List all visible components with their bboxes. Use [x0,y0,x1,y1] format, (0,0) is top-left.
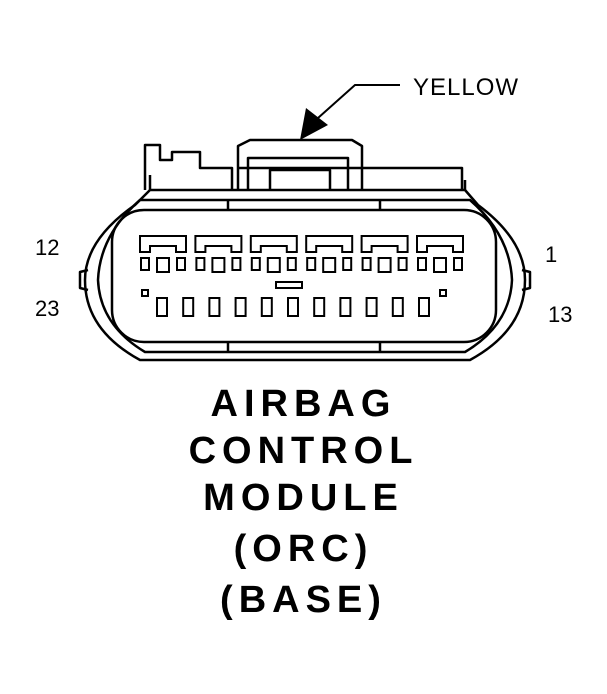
top-pin-cavity [417,257,427,271]
bottom-pin-cavity [365,297,378,317]
pin-label-12: 12 [35,235,59,260]
top-pin-cavity [397,257,408,271]
pin-label-23: 23 [35,296,59,321]
connector-face [110,208,498,344]
connector-inner-shell [96,198,514,354]
side-tab-right [521,268,532,292]
title-line-1: AIRBAG [210,383,397,425]
center-lock-inner [246,156,350,190]
pin-label-13: 13 [548,302,572,327]
top-pin-cavity [453,257,463,271]
top-pin-cavity [250,257,261,271]
pin-latch [156,257,170,273]
title-line-5: (BASE) [220,579,387,621]
bottom-row-pins [156,297,430,317]
left-latch [143,143,234,190]
key-slot [275,281,303,289]
pin-pair [305,235,354,253]
pin-pair [416,235,464,253]
pin-pair [249,235,298,253]
bottom-pin-cavity [339,297,352,317]
pin-pair [139,235,187,253]
top-pin-cavity [361,257,372,271]
top-row-pins [139,235,464,273]
top-pin-cavity [286,257,297,271]
color-callout-leader [300,84,400,140]
bottom-pin-cavity [287,297,299,317]
pin-latch [322,257,337,273]
pin-pair [360,235,409,253]
bottom-pin-cavity [260,297,273,317]
top-pin-cavity [140,257,150,271]
side-tab-left [78,268,89,292]
pin-latch [433,257,447,273]
pin-label-1: 1 [545,242,557,267]
title-line-2: CONTROL [188,430,419,472]
top-pin-cavity [195,257,206,271]
bottom-pin-cavity [418,297,430,317]
title-line-4: (ORC) [233,528,374,570]
pin-latch [377,257,392,273]
bottom-pin-cavity [234,297,247,317]
top-pin-cavity [342,257,353,271]
polarity-dot-right [439,289,447,297]
center-lock-outer [236,138,364,190]
bottom-pin-cavity [182,297,195,317]
top-pin-cavity [306,257,317,271]
polarity-dot-left [141,289,149,297]
bottom-pin-cavity [156,297,168,317]
bottom-pin-cavity [391,297,404,317]
bottom-pin-cavity [208,297,221,317]
pin-latch [211,257,226,273]
bottom-pin-cavity [313,297,326,317]
top-pin-cavity [231,257,242,271]
color-callout-label: YELLOW [413,74,519,101]
center-lock-window [268,168,332,190]
connector-outer-shell [83,188,527,362]
title-line-3: MODULE [203,477,404,519]
pin-pair [194,235,243,253]
top-pin-cavity [176,257,186,271]
pin-latch [266,257,281,273]
arrowhead [300,108,328,140]
